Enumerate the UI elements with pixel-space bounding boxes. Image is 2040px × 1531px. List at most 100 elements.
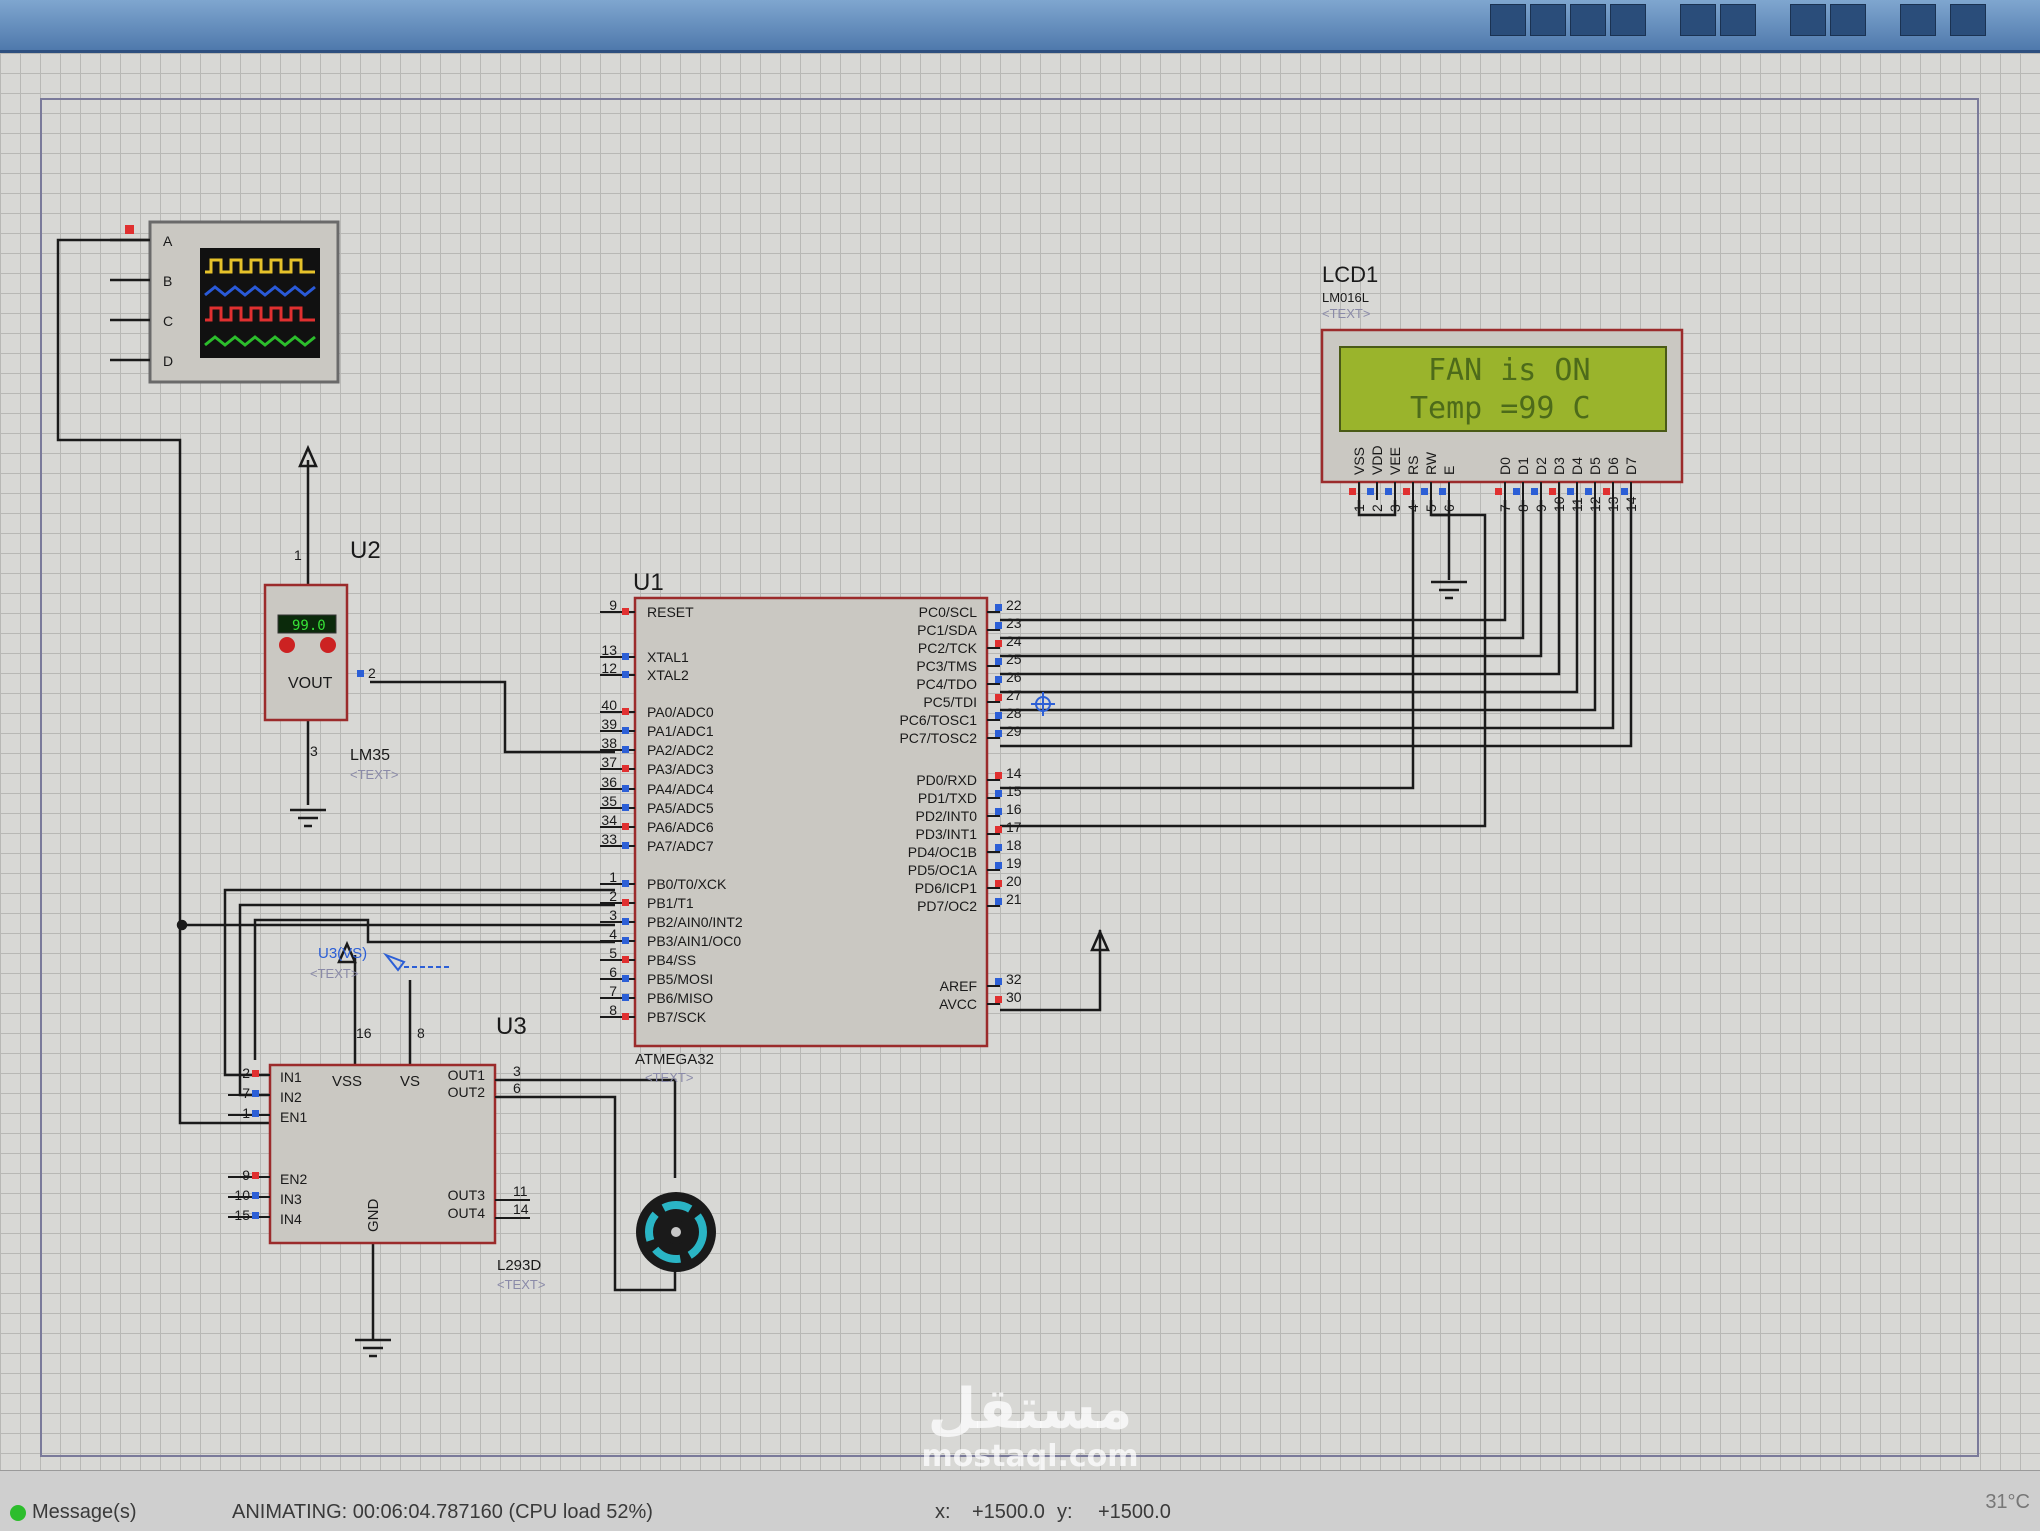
ground-symbols <box>290 580 1467 1358</box>
u1-pin-name: PD1/TXD <box>918 790 977 806</box>
schematic-sheet[interactable]: A B C D U2 1 99.0 VOUT 2 3 LM35 <TEXT> U… <box>0 53 2040 1470</box>
u2-pin2: 2 <box>368 665 376 681</box>
lcd-pin-name: RS <box>1405 456 1421 475</box>
u1-pin-number: 19 <box>1006 855 1022 871</box>
pin-state-marker <box>622 727 629 734</box>
pin-state-marker <box>995 604 1002 611</box>
u3-pin16: 16 <box>356 1025 372 1041</box>
u3-pin-name: EN1 <box>280 1109 307 1125</box>
lcd-pin-name: VSS <box>1351 447 1367 475</box>
pin-state-marker <box>622 608 629 615</box>
toolbar-button[interactable] <box>1490 4 1526 36</box>
toolbar-button[interactable] <box>1830 4 1866 36</box>
u1-part: ATMEGA32 <box>635 1051 714 1068</box>
lcd-pin-name: E <box>1441 466 1457 475</box>
pin-state-marker <box>995 694 1002 701</box>
u1-pin-number: 14 <box>1006 765 1022 781</box>
dc-motor[interactable] <box>636 1192 716 1272</box>
u1-pin-number: 16 <box>1006 801 1022 817</box>
pin-state-marker <box>1531 488 1538 495</box>
toolbar-button[interactable] <box>1900 4 1936 36</box>
lcd-pin-name: RW <box>1423 451 1439 475</box>
u3-pin-number: 11 <box>513 1183 528 1199</box>
lcd-pin-number: 5 <box>1423 504 1439 512</box>
u1-pin-number: 33 <box>601 831 617 847</box>
pin-state-marker <box>622 956 629 963</box>
u1-pin-number: 26 <box>1006 669 1022 685</box>
u1-pin-name: PC1/SDA <box>917 622 978 638</box>
u1-pin-name: XTAL1 <box>647 649 689 665</box>
u1-pin-number: 5 <box>609 945 617 961</box>
u2-increase-button[interactable] <box>320 637 336 653</box>
lcd-line-1: FAN is ON <box>1428 353 1591 388</box>
schematic-canvas[interactable]: A B C D U2 1 99.0 VOUT 2 3 LM35 <TEXT> U… <box>0 53 2040 1470</box>
toolbar-button[interactable] <box>1610 4 1646 36</box>
u1-pin-name: PC7/TOSC2 <box>899 730 977 746</box>
u1-pin-number: 8 <box>609 1002 617 1018</box>
scope-channel-c: C <box>163 313 173 329</box>
pin-state-marker <box>995 880 1002 887</box>
pin-state-marker <box>1567 488 1574 495</box>
u1-pin-number: 21 <box>1006 891 1022 907</box>
lcd1[interactable]: LCD1 LM016L <TEXT> FAN is ON Temp =99 C … <box>1320 262 1684 512</box>
pin-state-marker <box>1513 488 1520 495</box>
lcd-pin-number: 11 <box>1569 497 1585 512</box>
u1-pin-name: PB7/SCK <box>647 1009 707 1025</box>
u1-pin-number: 29 <box>1006 723 1022 739</box>
u1-pin-number: 1 <box>609 869 617 885</box>
status-messages[interactable]: Message(s) <box>10 1501 136 1524</box>
scope-channel-a: A <box>163 233 173 249</box>
u2-lm35[interactable]: U2 1 99.0 VOUT 2 3 LM35 <TEXT> <box>263 537 398 782</box>
u1-pin-name: PD2/INT0 <box>916 808 978 824</box>
u3-probe-label: U3(VS) <box>318 945 367 962</box>
u1-pin-name: PB0/T0/XCK <box>647 876 727 892</box>
u1-pin-name: PB5/MOSI <box>647 971 713 987</box>
u1-right-pins: 22PC0/SCL23PC1/SDA24PC2/TCK25PC3/TMS26PC… <box>899 597 1021 1012</box>
u1-pin-number: 35 <box>601 793 617 809</box>
u1-pin-name: PA7/ADC7 <box>647 838 714 854</box>
toolbar-button[interactable] <box>1680 4 1716 36</box>
lcd-text: <TEXT> <box>1322 306 1370 321</box>
toolbar-button[interactable] <box>1950 4 1986 36</box>
u1-pin-name: PD7/OC2 <box>917 898 977 914</box>
oscilloscope[interactable]: A B C D <box>110 220 340 384</box>
pin-state-marker <box>1495 488 1502 495</box>
u1-pin-number: 27 <box>1006 687 1022 703</box>
lcd-pin-name: D1 <box>1515 457 1531 475</box>
u1-pin-name: PA2/ADC2 <box>647 742 714 758</box>
u3-pin-name: IN4 <box>280 1211 302 1227</box>
pin-state-marker <box>995 790 1002 797</box>
status-x-label: x: <box>935 1501 951 1523</box>
pin-state-marker <box>995 826 1002 833</box>
lcd-pin-number: 4 <box>1405 504 1421 512</box>
lcd-pin-name: D2 <box>1533 457 1549 475</box>
lcd-part: LM016L <box>1322 290 1369 305</box>
toolbar-button[interactable] <box>1790 4 1826 36</box>
toolbar-button[interactable] <box>1570 4 1606 36</box>
tray-temperature: 31°C <box>1985 1491 2030 1513</box>
pin-state-marker <box>622 842 629 849</box>
u2-pin1: 1 <box>294 547 302 563</box>
u2-text: <TEXT> <box>350 767 398 782</box>
u2-decrease-button[interactable] <box>279 637 295 653</box>
pin-state-marker <box>252 1172 259 1179</box>
crosshair-icon <box>1031 692 1055 716</box>
toolbar-button[interactable] <box>1720 4 1756 36</box>
pin-state-marker <box>622 746 629 753</box>
toolbar-button[interactable] <box>1530 4 1566 36</box>
pin-state-marker <box>622 937 629 944</box>
u1-pin-number: 36 <box>601 774 617 790</box>
wire-pb0-in1 <box>223 888 615 1077</box>
u1-pin-number: 22 <box>1006 597 1022 613</box>
u3-part: L293D <box>497 1257 541 1274</box>
u1-pin-number: 9 <box>609 597 617 613</box>
u3-pin-number: 15 <box>234 1207 250 1223</box>
voltage-probe-icon[interactable] <box>382 952 450 972</box>
lcd-pin-name: D0 <box>1497 457 1513 475</box>
u1-pin-name: PB4/SS <box>647 952 696 968</box>
wire-out1-motor <box>495 1078 677 1178</box>
u1-pin-name: PA3/ADC3 <box>647 761 714 777</box>
